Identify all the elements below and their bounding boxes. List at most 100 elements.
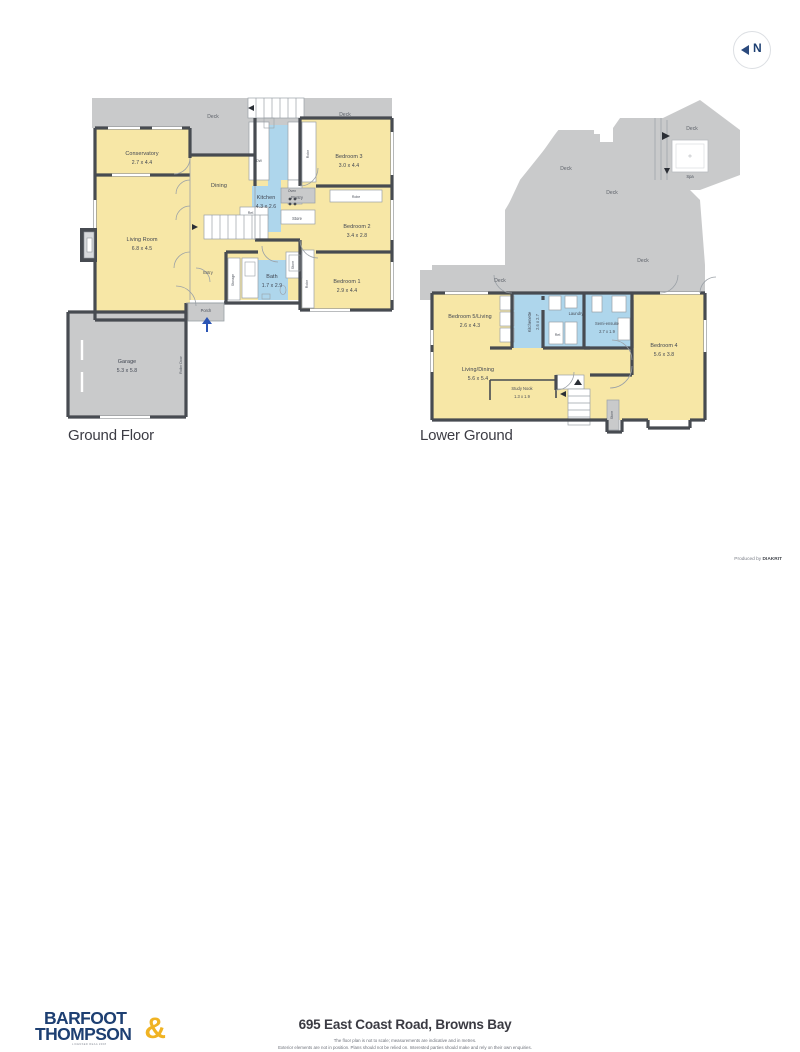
label-bedroom5living: Bedroom 5/Living (448, 314, 492, 320)
label-deck-lower-a: Deck (494, 278, 506, 284)
label-study-nook: Study Nook (511, 386, 533, 391)
logo-ampersand: & (144, 1012, 166, 1045)
label-roller-door: Roller Door (179, 355, 183, 374)
label-store-kitchen: Store (292, 216, 303, 221)
robe-b1 (301, 249, 315, 309)
label-garage: Garage (118, 359, 137, 365)
label-ref-ground: Ref. (248, 211, 254, 215)
label-bedroom5living-dim: 2.6 x 4.3 (460, 323, 481, 329)
stair-upper (247, 97, 305, 119)
laundry-wm (564, 321, 578, 345)
ground-door-arcs (173, 157, 319, 307)
label-kitchen: Kitchen (257, 195, 276, 201)
label-robe-b1: Robe (305, 280, 309, 288)
label-bedroom2: Bedroom 2 (343, 224, 370, 230)
label-bedroom3-dim: 3.0 x 4.4 (339, 163, 360, 169)
label-study-nook-dim: 1.3 x 1.9 (514, 394, 530, 399)
produced-by-brand: DIAKRIT (762, 557, 782, 562)
ground-thin-walls (186, 158, 256, 322)
lower-ground-label: Lower Ground (420, 427, 513, 444)
fill-porch (188, 303, 224, 321)
label-bedroom1: Bedroom 1 (333, 279, 360, 285)
label-robe-b2: Robe (352, 195, 360, 199)
label-conservatory: Conservatory (125, 151, 158, 157)
barfoot-thompson-logo: BARFOOT THOMPSON & LICENSED REAA 2008 (35, 1009, 166, 1046)
label-store-lower: Store (610, 411, 614, 419)
ground-stairs (203, 97, 305, 240)
spa-feature (671, 139, 709, 173)
kx-ref (548, 321, 564, 345)
property-address: 695 East Coast Road, Browns Bay (298, 1017, 512, 1032)
label-garage-dim: 5.3 x 5.8 (117, 368, 138, 374)
label-deck-ground-right: Deck (339, 112, 351, 118)
lower-thin-walls (489, 379, 557, 400)
deck-notch-white (510, 112, 620, 180)
ground-floor-plan: Conservatory 2.7 x 4.4 Living Room 6.8 x… (66, 97, 394, 444)
label-living-dining: Living/Dining (462, 367, 494, 373)
label-porch: Porch (201, 308, 212, 313)
ground-appliances (244, 117, 301, 300)
bench-left (248, 121, 270, 181)
north-arrow-icon (741, 45, 749, 55)
entry-arrow-ground (202, 317, 212, 332)
floorplan-canvas: Conservatory 2.7 x 4.4 Living Room 6.8 x… (66, 97, 740, 444)
label-bedroom4-dim: 5.6 x 3.8 (654, 352, 675, 358)
lower-deck-areas (420, 100, 740, 305)
label-bath-dim: 1.7 x 2.9 (262, 283, 283, 289)
robe-b3 (301, 121, 317, 183)
store-box (280, 209, 316, 225)
north-compass: N (733, 31, 771, 69)
label-kitchenette: Kitchenette (527, 311, 532, 332)
label-dining: Dining (211, 183, 227, 189)
fill-garage (68, 312, 186, 417)
fill-bedrooms-right (300, 118, 392, 310)
label-bath: Bath (266, 274, 278, 280)
label-oven: Oven (288, 189, 296, 193)
label-bedroom3: Bedroom 3 (335, 154, 362, 160)
produced-by-prefix: Produced by (734, 557, 763, 562)
label-entry: Entry (203, 270, 214, 275)
label-storage: Storage (231, 274, 235, 286)
label-deck-lower-d: Deck (560, 166, 572, 172)
disclaimer-line-1: The floor plan is not to scale; measurem… (333, 1038, 477, 1043)
label-semi-ensuite: Semi-ensuite (595, 321, 620, 326)
label-deck-lower-b: Deck (637, 258, 649, 264)
disclaimer-line-2: Exterior elements are not in position. P… (278, 1044, 532, 1050)
stair-upper-treads (255, 98, 297, 118)
fill-kitchen (252, 125, 288, 232)
lower-ground-plan: Bedroom 5/Living 2.6 x 4.3 Living/Dining… (420, 100, 740, 444)
label-pantry: Pantry (291, 195, 304, 200)
stair-lower-run (567, 388, 591, 426)
label-conservatory-dim: 2.7 x 4.4 (132, 160, 153, 166)
ens-basin (611, 295, 627, 313)
spa-stairs (654, 118, 670, 180)
shower-box (241, 257, 259, 299)
ground-stair-arrows (192, 105, 254, 230)
floorplan-page: Conservatory 2.7 x 4.4 Living Room 6.8 x… (35, 31, 782, 1050)
label-living-room: Living Room (126, 237, 157, 243)
kx-sink (548, 295, 562, 311)
label-robe-b3: Robe (306, 150, 310, 158)
deck-unified (432, 118, 705, 290)
label-ref-lower: Ref. (555, 333, 561, 337)
store-bath (285, 251, 303, 279)
label-kitchenette-dim: 2.6 x 2.7 (535, 313, 540, 329)
label-dw: DW (256, 159, 263, 163)
ens-wc (591, 295, 603, 313)
ground-floor-label: Ground Floor (68, 427, 154, 444)
label-bedroom2-dim: 3.4 x 2.8 (347, 233, 368, 239)
label-store-bath: Store (291, 261, 295, 269)
storage-entry (227, 257, 241, 301)
lower-stairs (560, 379, 591, 426)
fireplace-feature (80, 228, 97, 262)
label-deck-lower-e: Deck (686, 126, 698, 132)
label-bedroom4: Bedroom 4 (650, 343, 677, 349)
stair-lower-treads (211, 215, 261, 239)
label-deck-lower-c: Deck (606, 190, 618, 196)
address-block: 695 East Coast Road, Browns Bay The floo… (205, 1017, 605, 1052)
label-kitchen-dim: 4.3 x 2.6 (256, 204, 277, 210)
produced-by: Produced by DIAKRIT (734, 557, 782, 562)
label-laundry: Laundry (569, 311, 585, 316)
ground-wet-fills (252, 125, 288, 300)
ens-shower (617, 317, 631, 341)
